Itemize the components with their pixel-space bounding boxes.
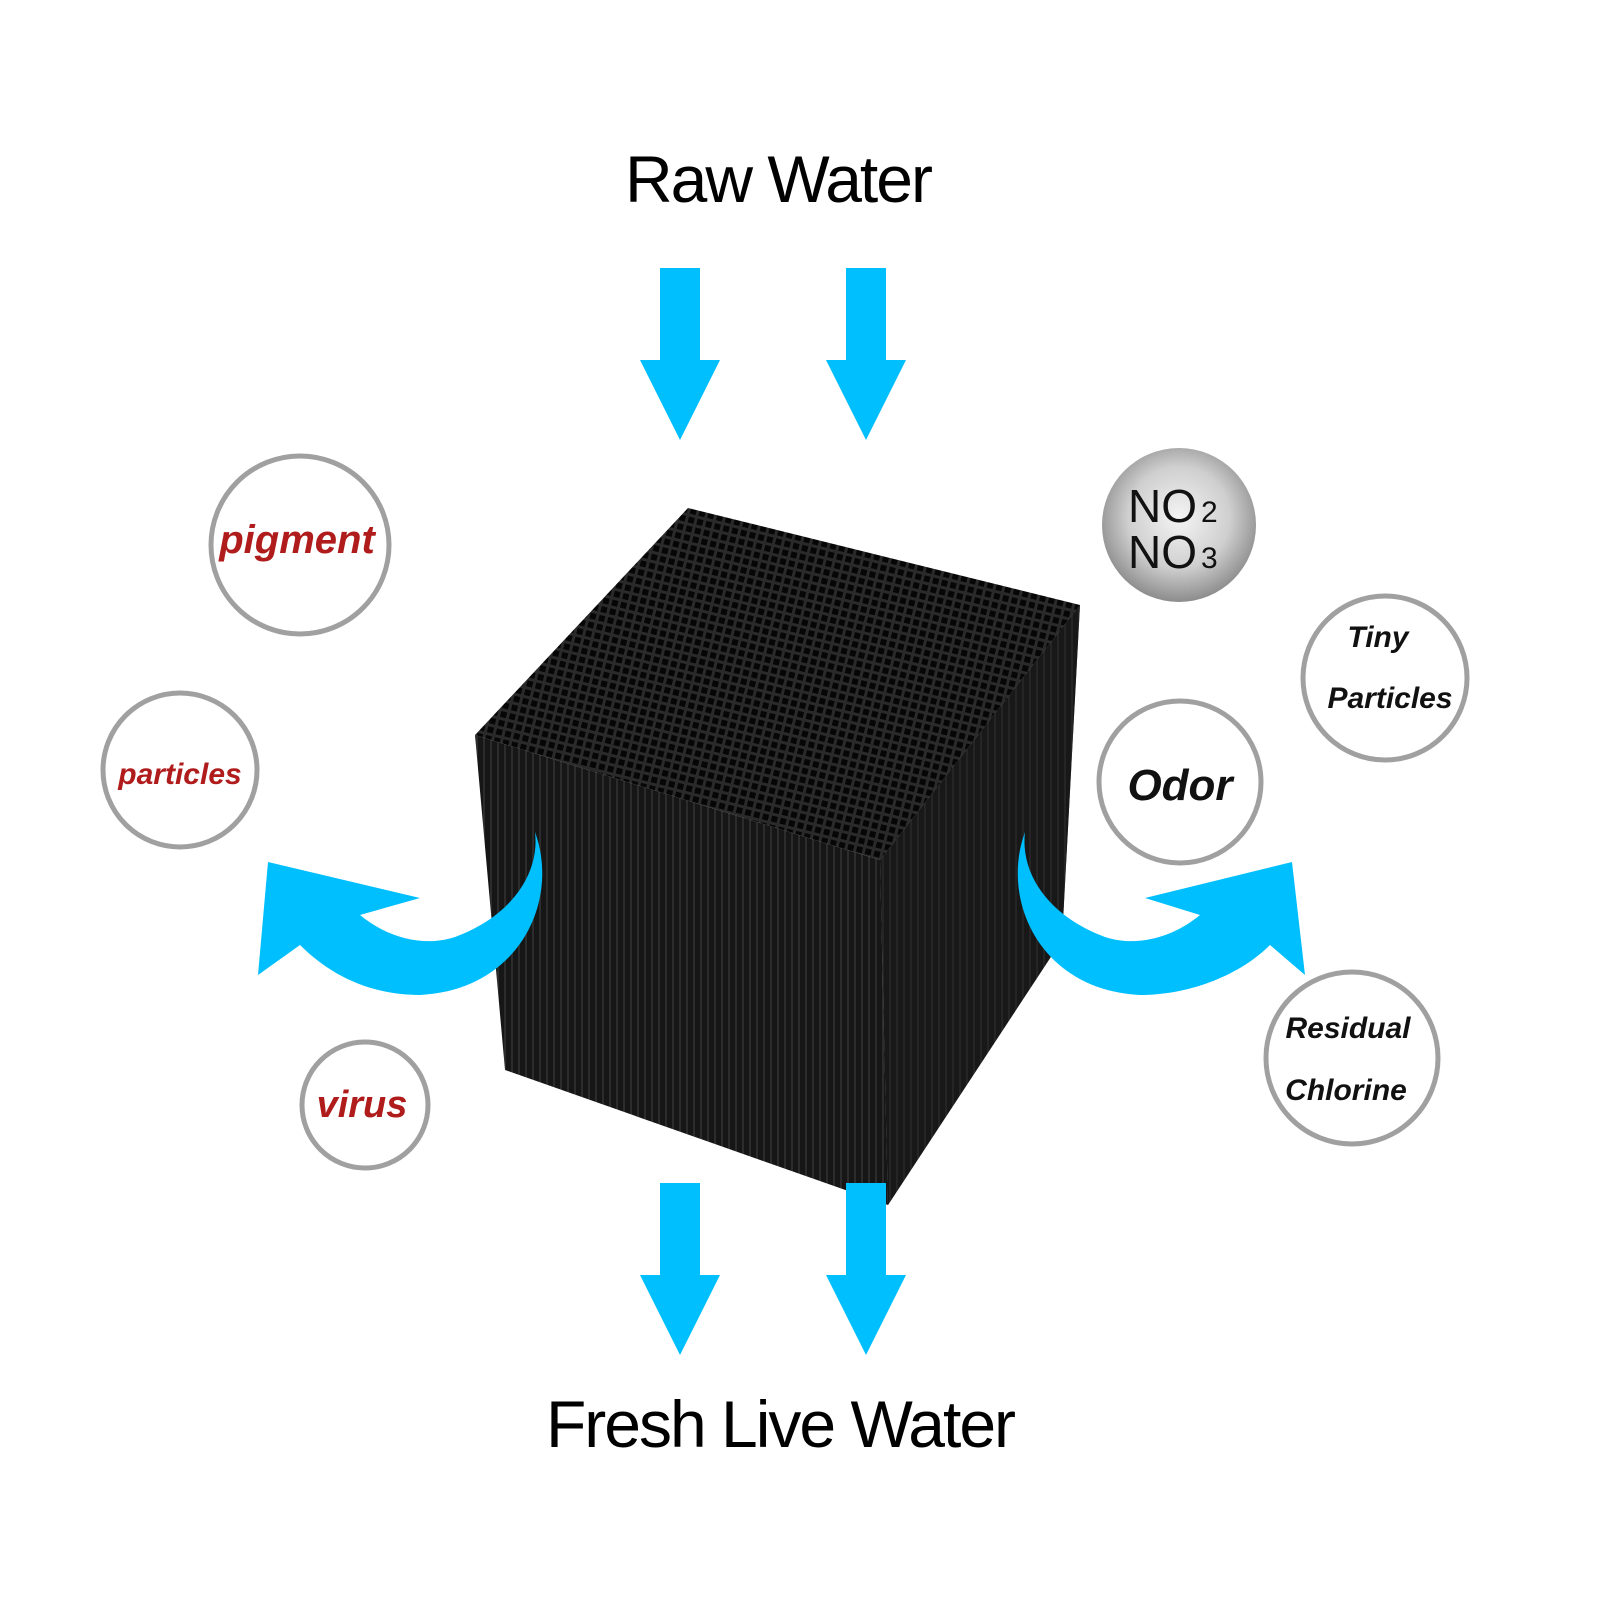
down-arrow-icon [826,268,906,440]
cube-top-face [475,508,1080,860]
svg-text:Chlorine: Chlorine [1285,1074,1407,1107]
svg-text:NO2: NO2 [1128,480,1218,532]
contaminant-pigment: pigment [208,453,392,637]
down-arrow-icon [640,268,720,440]
contaminant-particles: particles [100,690,260,850]
down-arrow-icon [826,1183,906,1355]
inflow-arrows [640,268,906,440]
fresh-water-title: Fresh Live Water [546,1387,1015,1461]
contaminant-odor: Odor [1096,698,1264,866]
contaminant-residual-chlorine: Residual Chlorine [1263,969,1441,1147]
raw-water-title: Raw Water [625,142,932,216]
outflow-arrows [640,1183,906,1355]
svg-text:particles: particles [117,758,241,791]
contaminant-tiny-particles: Tiny Particles [1300,593,1470,763]
svg-text:Odor: Odor [1127,761,1235,810]
svg-text:NO3: NO3 [1128,526,1218,578]
svg-text:Tiny: Tiny [1347,621,1409,654]
curved-arrow-left-icon [258,832,543,995]
svg-text:Particles: Particles [1327,682,1452,715]
cube-left-face [475,735,888,1205]
svg-text:pigment: pigment [218,518,376,562]
down-arrow-icon [640,1183,720,1355]
cube-right-face-ribs [880,605,1080,1205]
svg-text:virus: virus [317,1084,408,1126]
contaminant-virus: virus [299,1039,431,1171]
carbon-cube [475,508,1080,1205]
curved-arrow-right-icon [1017,832,1305,995]
svg-text:Residual: Residual [1285,1012,1411,1045]
